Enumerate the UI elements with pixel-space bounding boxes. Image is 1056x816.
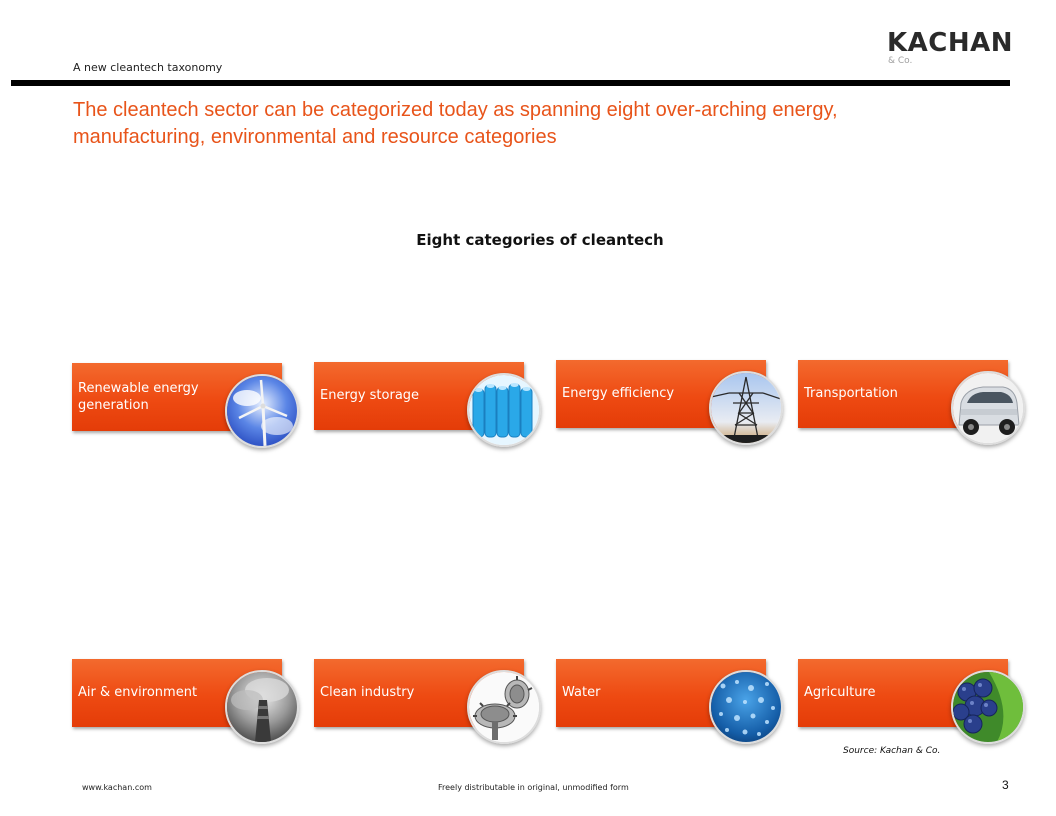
category-card-industry: Clean industry — [314, 659, 541, 744]
category-label: Clean industry — [320, 685, 415, 700]
electric-car-icon — [951, 371, 1025, 445]
category-label: Agriculture — [804, 685, 876, 700]
category-label: Energy efficiency — [562, 386, 675, 401]
page-number: 3 — [1002, 778, 1009, 792]
smokestack-icon — [225, 670, 299, 744]
category-card-storage: Energy storage — [314, 362, 541, 447]
grapes-leaf-icon — [951, 670, 1025, 744]
category-label: Renewable energy generation — [78, 381, 199, 413]
category-card-transportation: Transportation — [798, 360, 1025, 445]
category-card-water: Water — [556, 659, 783, 744]
section-header-label: A new cleantech taxonomy — [73, 61, 223, 74]
header-rule — [11, 80, 1010, 86]
section-title: Eight categories of cleantech — [416, 231, 664, 249]
category-card-agriculture: Agriculture — [798, 659, 1025, 744]
power-pylon-icon — [709, 371, 783, 445]
logo-subtext: & Co. — [888, 56, 913, 66]
footer-url: www.kachan.com — [82, 783, 152, 792]
kachan-logo: KACHAN & Co. — [887, 30, 1013, 66]
category-card-renewable: Renewable energy generation — [72, 363, 299, 448]
water-droplets-icon — [709, 670, 783, 744]
source-note: Source: Kachan & Co. — [843, 746, 941, 756]
gears-icon — [467, 670, 541, 744]
category-label: Water — [562, 685, 601, 700]
category-label: Air & environment — [78, 685, 198, 700]
category-card-efficiency: Energy efficiency — [556, 360, 783, 445]
category-card-air: Air & environment — [72, 659, 299, 744]
wind-turbine-icon — [225, 374, 299, 448]
slide-headline: The cleantech sector can be categorized … — [73, 99, 838, 148]
logo-wordmark: KACHAN — [887, 28, 1013, 58]
footer-notice: Freely distributable in original, unmodi… — [438, 783, 629, 792]
category-label: Transportation — [804, 386, 898, 401]
battery-cells-icon — [467, 373, 541, 447]
category-label: Energy storage — [320, 388, 420, 403]
